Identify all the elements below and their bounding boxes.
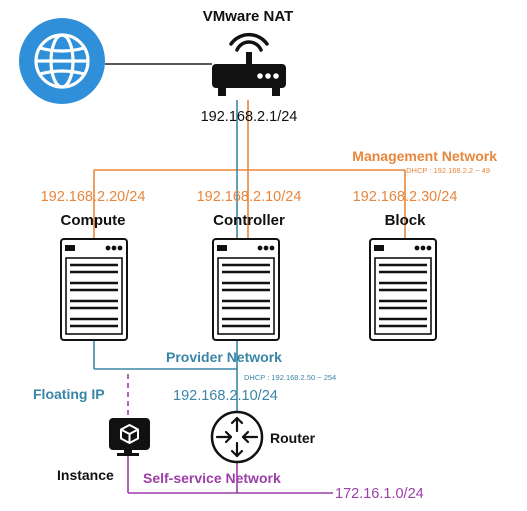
- selfservice-network-lines: [127, 454, 333, 494]
- server-rack-icon: [369, 238, 437, 341]
- provider-network-label: Provider Network: [166, 349, 282, 365]
- compute-name: Compute: [61, 212, 126, 229]
- block-ip: 192.168.2.30/24: [353, 189, 458, 205]
- router-label: Router: [270, 430, 316, 446]
- block-name: Block: [385, 212, 427, 229]
- instance-label: Instance: [57, 467, 114, 483]
- provider-dhcp: DHCP : 192.168.2.50 ~ 254: [244, 373, 336, 382]
- router-arrows-icon: [210, 410, 264, 464]
- server-rack-icon: [60, 238, 128, 341]
- selfservice-network-label: Self-service Network: [143, 470, 281, 486]
- selfservice-cidr: 172.16.1.0/24: [335, 486, 424, 502]
- nat-ip: 192.168.2.1/24: [201, 109, 298, 125]
- compute-ip: 192.168.2.20/24: [41, 189, 146, 205]
- instance-monitor-icon: [109, 418, 150, 456]
- floating-ip-label: Floating IP: [33, 386, 105, 402]
- wifi-router-icon: [212, 32, 286, 96]
- controller-name: Controller: [213, 212, 285, 229]
- provider-router-ip: 192.168.2.10/24: [173, 388, 278, 404]
- globe-icon: [19, 18, 105, 104]
- server-rack-icon: [212, 238, 280, 341]
- controller-ip: 192.168.2.10/24: [197, 189, 302, 205]
- management-network-label: Management Network: [352, 148, 497, 164]
- management-dhcp: DHCP : 192.168.2.2 ~ 49: [406, 166, 490, 175]
- nat-title: VMware NAT: [203, 8, 294, 25]
- management-network-lines: [93, 100, 406, 238]
